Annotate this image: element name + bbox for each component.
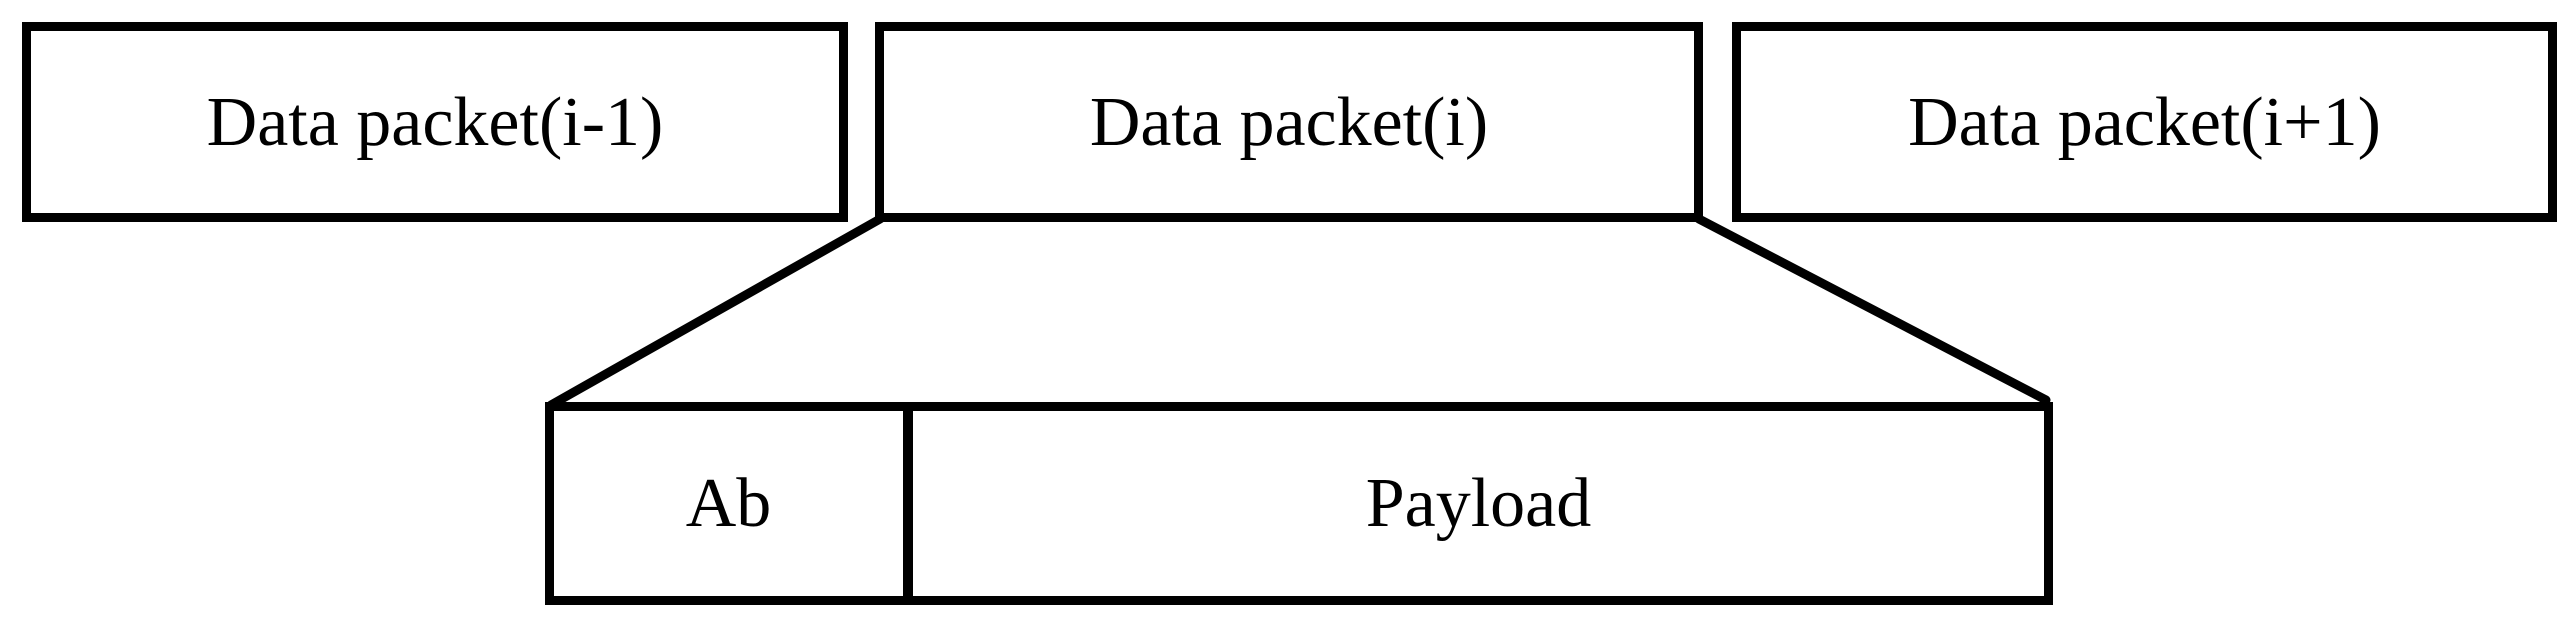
field-ab-label: Ab <box>685 465 772 542</box>
field-ab: Ab <box>554 411 913 596</box>
expansion-line-right <box>1694 214 2051 405</box>
field-payload: Payload <box>913 411 2044 596</box>
packet-box-i-plus-1: Data packet(i+1) <box>1732 22 2557 222</box>
expanded-packet-box: Ab Payload <box>545 402 2053 605</box>
packet-box-i: Data packet(i) <box>875 22 1703 222</box>
packet-label-i-plus-1: Data packet(i+1) <box>1908 83 2381 161</box>
expansion-line-left <box>546 214 885 410</box>
packet-box-i-minus-1: Data packet(i-1) <box>22 22 848 222</box>
packet-label-i: Data packet(i) <box>1089 83 1489 161</box>
packet-label-i-minus-1: Data packet(i-1) <box>206 83 664 161</box>
field-payload-label: Payload <box>1365 465 1592 542</box>
